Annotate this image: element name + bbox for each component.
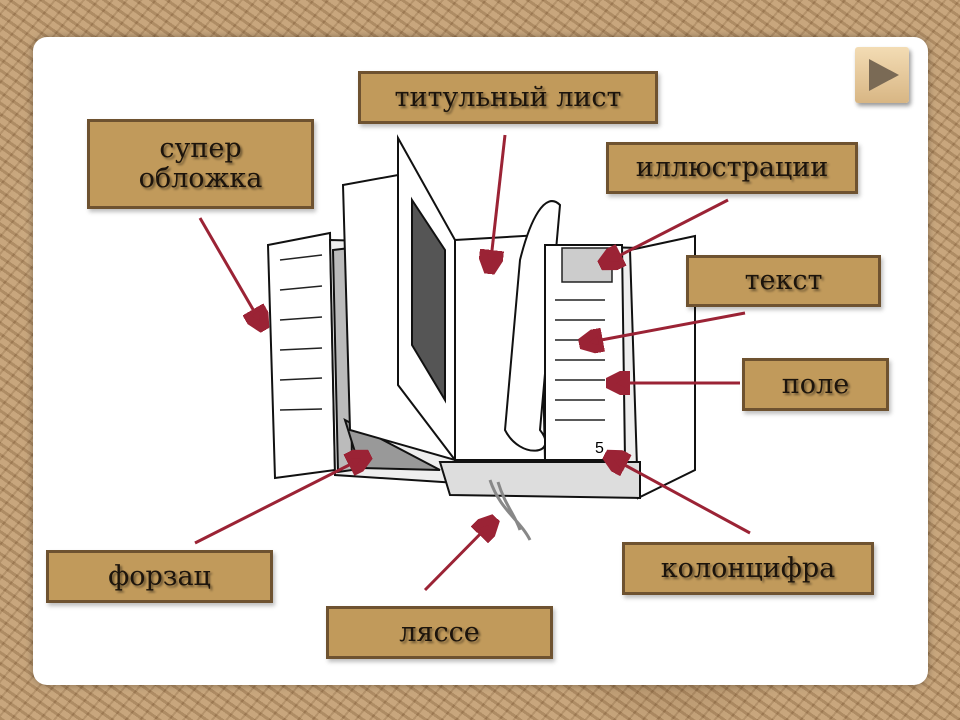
label-text: текст (686, 255, 881, 307)
arrows (194, 134, 751, 592)
small-illustration (561, 247, 613, 283)
page-number: 5 (595, 440, 604, 457)
play-next-icon (869, 59, 899, 91)
label-dust-jacket: супер обложка (87, 119, 314, 209)
label-margin: поле (742, 358, 889, 411)
next-slide-button[interactable] (855, 47, 909, 103)
label-illustrations: иллюстрации (606, 142, 858, 194)
dust-jacket-flap (266, 231, 337, 480)
label-bookmark-ribbon: ляссе (326, 606, 553, 659)
back-cover (628, 234, 696, 500)
label-endpaper: форзац (46, 550, 273, 603)
label-title-page: титульный лист (358, 71, 658, 124)
label-page-number: колонцифра (622, 542, 874, 595)
